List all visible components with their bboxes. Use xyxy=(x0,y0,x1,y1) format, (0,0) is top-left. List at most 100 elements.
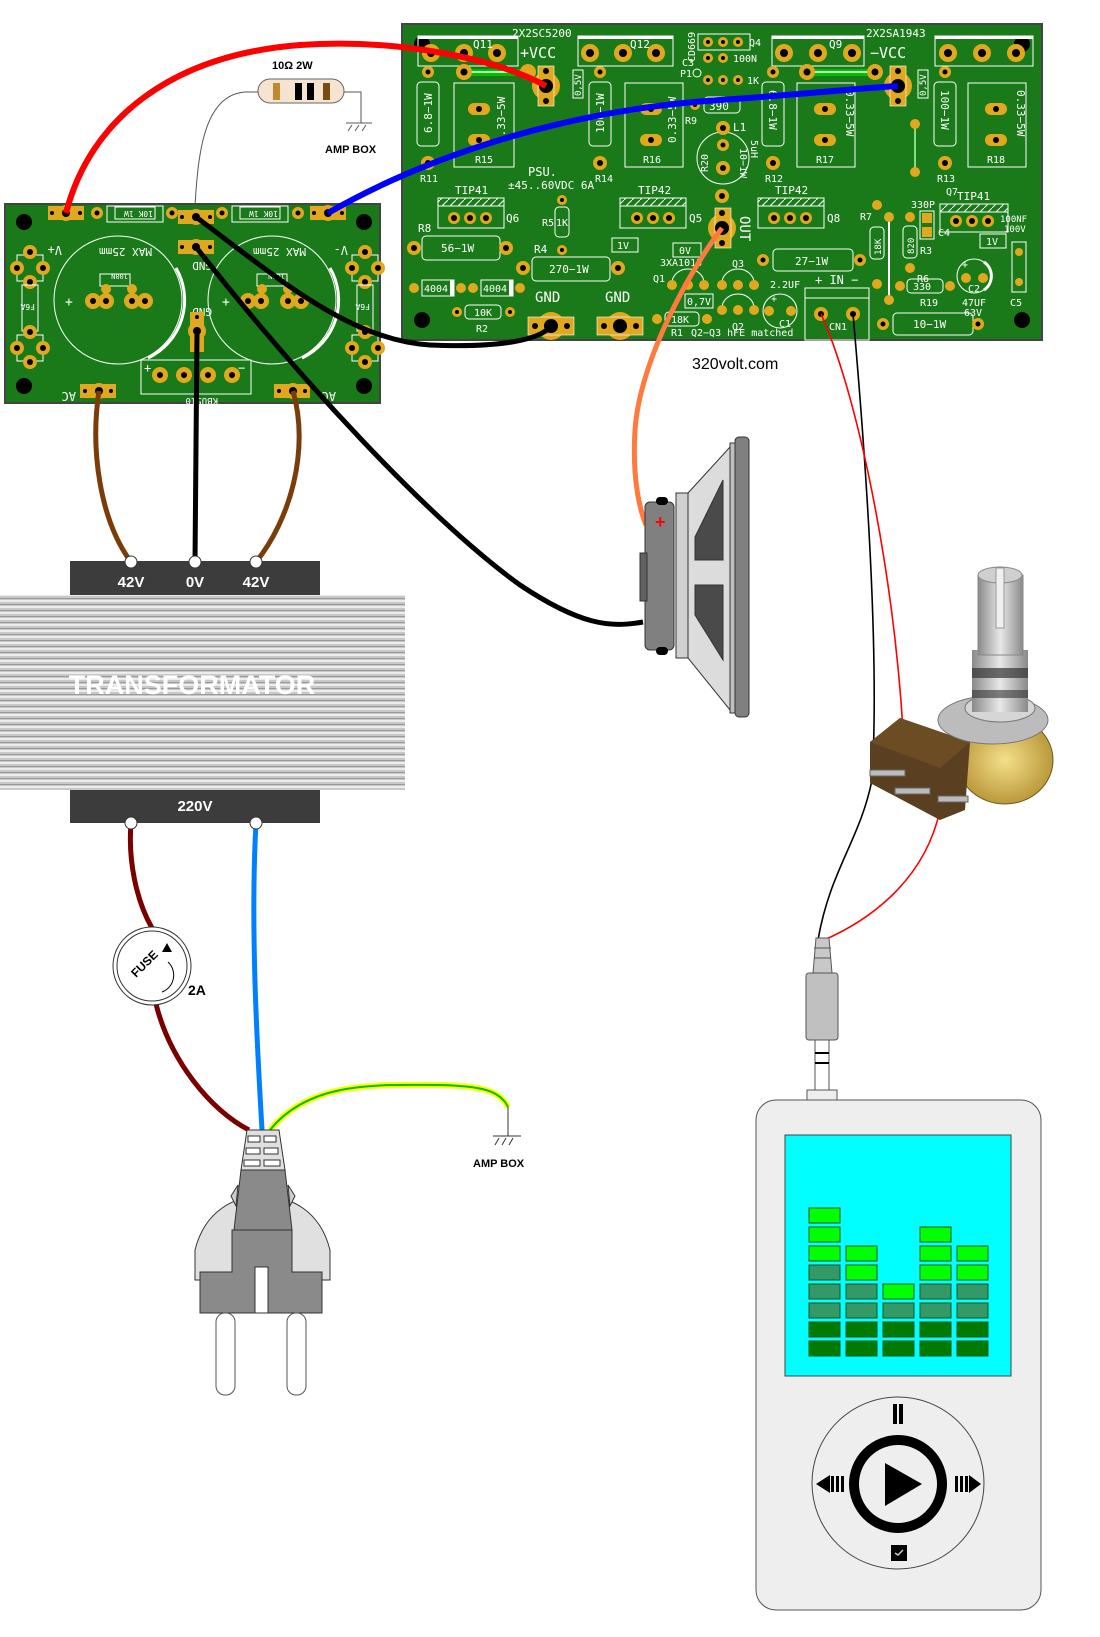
amp-box-ground-label-top: AMP BOX xyxy=(325,144,377,156)
svg-text:18K: 18K xyxy=(874,238,884,255)
transistor-q2: Q2 xyxy=(717,293,759,333)
svg-text:+ IN −: + IN − xyxy=(815,273,858,287)
svg-text:18K: 18K xyxy=(671,315,689,326)
svg-text:56−1W: 56−1W xyxy=(441,242,474,255)
svg-text:47UF: 47UF xyxy=(962,298,986,309)
play-button[interactable] xyxy=(849,1435,947,1533)
svg-text:KBU510: KBU510 xyxy=(185,395,218,405)
svg-text:R11: R11 xyxy=(420,174,438,185)
site-credit: 320volt.com xyxy=(692,356,778,373)
svg-text:0V: 0V xyxy=(679,246,691,257)
svg-text:270−1W: 270−1W xyxy=(549,263,589,276)
eq-segment xyxy=(845,1302,878,1319)
plug-pin-left xyxy=(215,1312,236,1396)
click-wheel[interactable] xyxy=(811,1396,985,1570)
svg-text:C1: C1 xyxy=(779,319,791,330)
previous-button[interactable] xyxy=(816,1475,844,1493)
terminal-primary-neutral[interactable] xyxy=(249,816,263,830)
wire-speaker-positive[interactable] xyxy=(631,226,724,526)
wire-mains-live[interactable] xyxy=(127,822,155,930)
mp3-player[interactable] xyxy=(755,1099,1042,1611)
svg-text:R19: R19 xyxy=(920,298,938,309)
terminal-0v[interactable] xyxy=(188,555,202,569)
capacitor-c2: + C2 47UF 63V xyxy=(956,258,993,319)
transistor-q8: TIP42 Q8 xyxy=(757,184,840,229)
svg-text:Q12: Q12 xyxy=(630,38,650,51)
svg-text:R3: R3 xyxy=(920,246,932,257)
svg-text:R17: R17 xyxy=(816,155,834,166)
svg-text:Q2: Q2 xyxy=(732,322,744,333)
svg-text:R9: R9 xyxy=(685,116,697,127)
svg-text:330: 330 xyxy=(913,282,931,293)
svg-text:+: + xyxy=(962,260,968,271)
resistor-10k-right: 10K 1W xyxy=(231,205,289,223)
menu-button[interactable] xyxy=(891,1545,907,1561)
wire-input-signal[interactable] xyxy=(820,313,906,776)
resistor-r16: 0.33−5W R16 xyxy=(624,82,684,168)
amp-box-ground-bottom: AMP BOX xyxy=(473,1107,525,1170)
wire-speaker-negative[interactable] xyxy=(194,245,644,627)
wire-v-plus[interactable] xyxy=(63,40,548,214)
svg-text:1V: 1V xyxy=(986,237,998,248)
pause-button[interactable] xyxy=(893,1404,903,1424)
eq-segment xyxy=(845,1264,878,1281)
wire-input-ground[interactable] xyxy=(817,313,876,941)
wire-mains-live-plug[interactable] xyxy=(153,1003,251,1133)
audio-jack[interactable] xyxy=(805,937,839,1103)
mounting-hole xyxy=(414,312,430,328)
svg-text:R7: R7 xyxy=(860,212,872,223)
eq-segment xyxy=(808,1321,841,1338)
pause-icon xyxy=(893,1404,897,1424)
svg-text:TIP41: TIP41 xyxy=(455,184,488,197)
svg-text:100N: 100N xyxy=(111,272,128,280)
volume-potentiometer[interactable] xyxy=(869,566,1054,820)
svg-text:820: 820 xyxy=(907,238,917,254)
svg-text:0.33−5W: 0.33−5W xyxy=(1014,90,1027,137)
svg-text:P1: P1 xyxy=(680,69,692,80)
svg-text:27−1W: 27−1W xyxy=(795,255,828,268)
svg-text:100−1W: 100−1W xyxy=(938,90,951,130)
eq-segment xyxy=(919,1321,952,1338)
wire-ac-right[interactable] xyxy=(254,390,302,564)
next-icon xyxy=(969,1475,981,1493)
wire-zero-volt[interactable] xyxy=(192,330,200,563)
previous-icon xyxy=(816,1475,830,1493)
wire-earth[interactable] xyxy=(267,1081,511,1132)
transistor-q9: Q9 xyxy=(771,35,865,67)
eq-segment xyxy=(808,1302,841,1319)
svg-text:F6A: F6A xyxy=(20,302,35,311)
bleeder-resistor: 10Ω 2W AMP BOX xyxy=(194,60,377,208)
speaker[interactable]: + xyxy=(639,436,750,718)
svg-text:R8: R8 xyxy=(418,222,431,235)
terminal-42v-right[interactable] xyxy=(249,555,263,569)
svg-text:MAX 25mm: MAX 25mm xyxy=(99,245,152,258)
terminal-42v-left[interactable] xyxy=(124,555,138,569)
fuse-holder[interactable]: FUSE 2A xyxy=(112,926,206,1006)
v-plus-label: V+ xyxy=(48,243,62,257)
gnd-terminal-2[interactable] xyxy=(596,312,644,340)
svg-text:10Ω 2W: 10Ω 2W xyxy=(272,60,313,72)
mains-plug[interactable] xyxy=(194,1129,331,1396)
diode-d2: 4004 xyxy=(468,279,525,297)
fuse-left: F6A xyxy=(10,245,50,369)
wire-v-minus[interactable] xyxy=(326,83,899,216)
svg-text:R16: R16 xyxy=(643,155,661,166)
svg-text:10−1W: 10−1W xyxy=(913,318,946,331)
next-button[interactable] xyxy=(955,1475,981,1493)
svg-text:3XA1015: 3XA1015 xyxy=(660,258,702,269)
resistor-r5: 1K R5 xyxy=(542,195,570,255)
secondary-0v: 0V xyxy=(186,574,204,591)
terminal-primary-live[interactable] xyxy=(124,816,138,830)
wire-gnd-main[interactable] xyxy=(194,215,553,349)
wire-pot-signal[interactable] xyxy=(823,809,941,941)
svg-text:C4: C4 xyxy=(938,228,950,239)
svg-text:10K 1W: 10K 1W xyxy=(249,209,278,218)
wire-ac-left[interactable] xyxy=(93,390,134,564)
wire-mains-neutral[interactable] xyxy=(251,822,265,1131)
resistor-r8: R8 56−1W xyxy=(407,222,513,261)
svg-text:TIP41: TIP41 xyxy=(957,190,990,203)
svg-text:5uH: 5uH xyxy=(748,140,759,158)
resistor-r19: R19 10−1W xyxy=(877,298,984,336)
svg-text:R14: R14 xyxy=(595,174,613,185)
resistor-r13: 100−1W R13 xyxy=(933,66,957,185)
